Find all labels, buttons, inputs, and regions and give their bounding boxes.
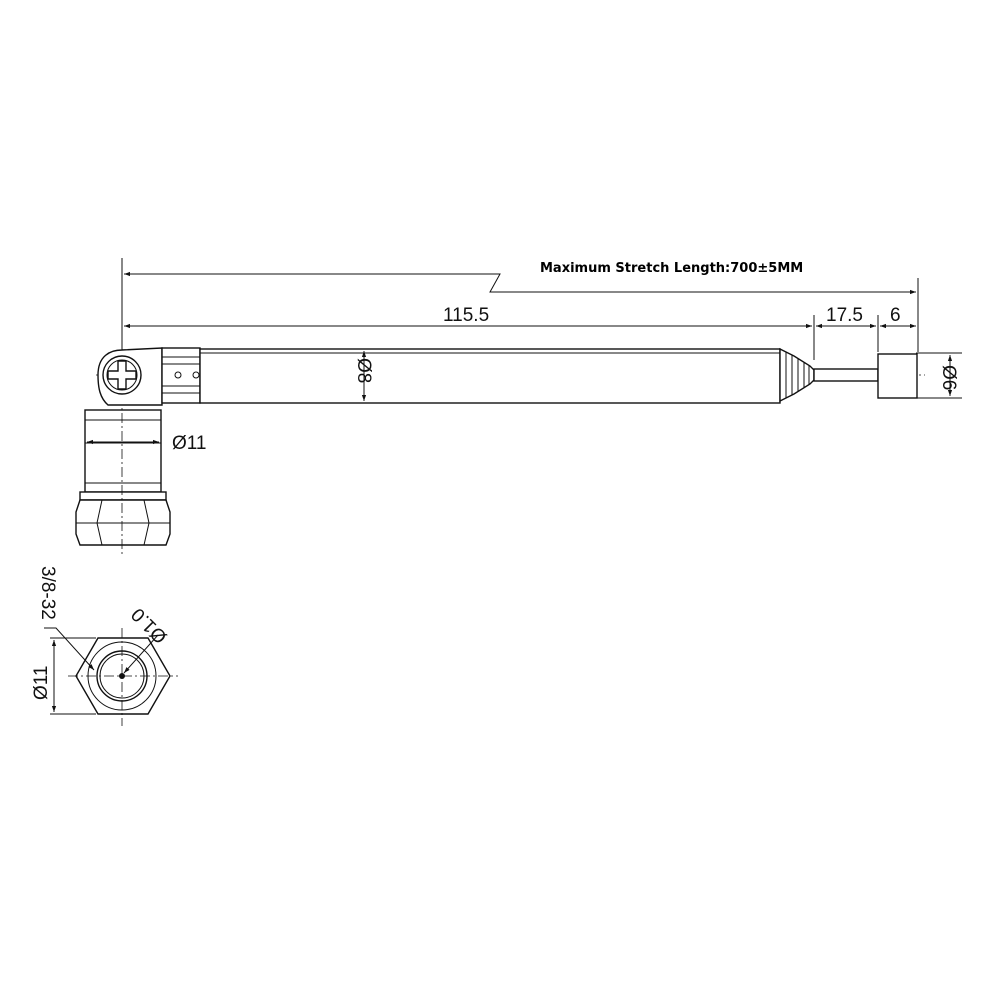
grip-collar xyxy=(161,347,201,404)
end-cap xyxy=(877,353,918,399)
tapered-end xyxy=(779,347,815,403)
length-dimensions: 115.5 17.5 6 xyxy=(124,305,916,329)
dim-connector-end: Ø11 xyxy=(31,665,52,700)
dim-length-main: 115.5 xyxy=(443,305,489,326)
tube-diameter: Ø8 xyxy=(353,351,374,401)
dim-cap-diameter: Ø6 xyxy=(938,365,959,390)
main-tube xyxy=(199,348,781,404)
dim-length-tip-rod: 17.5 xyxy=(826,305,863,326)
dim-tube-diameter: Ø8 xyxy=(353,358,374,383)
dim-thread: 3/8-32 xyxy=(37,566,58,620)
swivel-joint xyxy=(97,347,163,406)
antenna-body: Ø11 Ø8 xyxy=(75,347,959,555)
dim-length-tip-cap: 6 xyxy=(890,305,901,326)
connector-end-view: Ø11 3/8-32 Ø1.0 xyxy=(31,566,178,726)
dim-connector-side: Ø11 xyxy=(172,433,207,454)
extension-lines xyxy=(121,258,962,399)
max-stretch-note: Maximum Stretch Length:700±5MM xyxy=(540,261,803,276)
cap-diameter: Ø6 xyxy=(938,355,959,396)
connector-side-diameter: Ø11 xyxy=(87,433,207,454)
connector-housing xyxy=(75,395,171,555)
max-stretch-dimension: Maximum Stretch Length:700±5MM xyxy=(124,261,916,295)
tip-rod xyxy=(813,368,879,382)
